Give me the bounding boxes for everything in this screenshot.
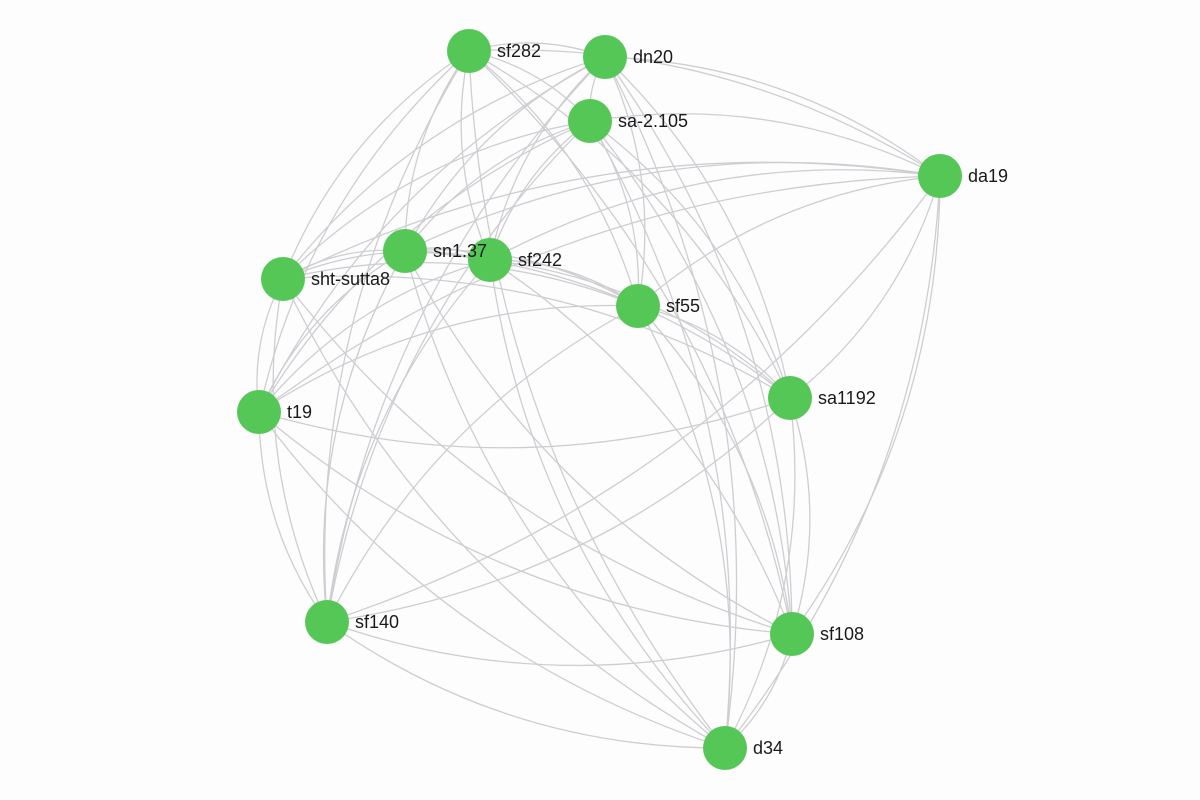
node-label-sa-2.105: sa-2.105 <box>618 111 688 131</box>
node-label-sf282: sf282 <box>497 41 541 61</box>
edge-sf242-sf108 <box>489 259 793 635</box>
edge-da19-sf55 <box>637 175 941 307</box>
node-label-dn20: dn20 <box>633 47 673 67</box>
edge-t19-sf108 <box>258 411 793 635</box>
edge-sa-2.105-sf55 <box>589 120 640 307</box>
node-sf282[interactable] <box>447 29 491 73</box>
node-label-sf108: sf108 <box>820 624 864 644</box>
edge-da19-t19 <box>258 175 941 413</box>
node-label-d34: d34 <box>753 738 783 758</box>
edge-sht-sutta8-sf140 <box>272 278 328 623</box>
edge-sht-sutta8-sa1192 <box>282 275 791 399</box>
edge-dn20-t19 <box>258 56 606 413</box>
edge-sn1.37-sf140 <box>322 250 406 623</box>
edge-sf140-d34 <box>326 621 726 749</box>
edge-sf242-sa1192 <box>489 259 791 399</box>
edge-sf55-sf140 <box>326 305 639 623</box>
edge-sa-2.105-sn1.37 <box>404 120 591 252</box>
edge-sf282-d34 <box>468 50 726 749</box>
node-sf242[interactable] <box>468 238 512 282</box>
edge-t19-sf140 <box>258 411 328 623</box>
edge-dn20-sf108 <box>604 56 793 635</box>
node-sn1.37[interactable] <box>383 229 427 273</box>
edge-sa-2.105-sht-sutta8 <box>282 120 591 280</box>
edge-sf282-da19 <box>468 49 941 177</box>
edge-dn20-sf55 <box>604 56 646 307</box>
label-layer: sf282 dn20 sa-2.105 da19 sn1.37 sf242 sht-sutt… <box>287 41 1008 758</box>
edge-sf242-t19 <box>258 259 491 413</box>
node-label-sf140: sf140 <box>355 612 399 632</box>
edge-sf55-sf108 <box>637 305 793 635</box>
edge-sf55-t19 <box>258 304 639 413</box>
edge-sf282-sf55 <box>468 50 639 307</box>
node-label-sf55: sf55 <box>666 296 700 316</box>
node-d34[interactable] <box>703 726 747 770</box>
node-label-sn1.37: sn1.37 <box>433 241 487 261</box>
edge-sa1192-d34 <box>724 397 796 749</box>
edge-dn20-sht-sutta8 <box>282 56 606 280</box>
node-t19[interactable] <box>237 390 281 434</box>
edge-sf282-sf108 <box>468 50 793 635</box>
edge-layer <box>256 42 941 749</box>
node-da19[interactable] <box>918 154 962 198</box>
edge-sht-sutta8-d34 <box>282 278 726 749</box>
node-label-sa1192: sa1192 <box>818 388 876 408</box>
edge-sa1192-t19 <box>258 397 791 449</box>
edge-dn20-sf140 <box>326 56 606 623</box>
edge-da19-sf108 <box>791 175 941 635</box>
edge-dn20-sa1192 <box>604 56 791 399</box>
edge-sht-sutta8-sf108 <box>282 278 793 635</box>
edge-sf282-sf242 <box>460 50 491 261</box>
node-sf108[interactable] <box>770 612 814 656</box>
edge-sa-2.105-sa1192 <box>589 120 791 399</box>
edge-dn20-d34 <box>604 56 738 749</box>
edge-sa1192-sf140 <box>326 397 791 623</box>
edge-da19-d34 <box>724 175 941 749</box>
edge-sht-sutta8-sf55 <box>282 261 639 307</box>
edge-sa1192-sf108 <box>789 397 811 635</box>
edge-sf140-sf108 <box>326 621 793 667</box>
node-dn20[interactable] <box>583 35 627 79</box>
edge-sf282-sf140 <box>324 50 470 623</box>
node-sa-2.105[interactable] <box>568 99 612 143</box>
edge-da19-sht-sutta8 <box>282 161 941 280</box>
edge-sn1.37-sf55 <box>404 249 639 307</box>
edge-da19-sa1192 <box>789 175 941 399</box>
node-sf55[interactable] <box>616 284 660 328</box>
node-label-t19: t19 <box>287 402 312 422</box>
edge-sn1.37-t19 <box>258 250 406 413</box>
node-layer <box>237 29 962 770</box>
edge-sf242-d34 <box>489 259 726 749</box>
node-sf140[interactable] <box>305 600 349 644</box>
edge-sf282-sht-sutta8 <box>282 50 470 280</box>
edge-sa-2.105-da19 <box>589 113 941 177</box>
edge-t19-d34 <box>258 411 726 749</box>
edge-da19-sf140 <box>326 175 941 623</box>
edge-sf55-d34 <box>637 305 731 749</box>
edge-sa-2.105-sf140 <box>326 120 591 623</box>
edge-sa-2.105-sf108 <box>589 120 793 635</box>
edge-sn1.37-sf108 <box>404 250 793 635</box>
edge-dn20-da19 <box>604 56 941 177</box>
edge-da19-sf242 <box>489 169 941 261</box>
node-sa1192[interactable] <box>768 376 812 420</box>
edge-sf242-sf140 <box>326 259 491 623</box>
node-label-sht-sutta8: sht-sutta8 <box>311 269 390 289</box>
node-label-da19: da19 <box>968 166 1008 186</box>
node-label-sf242: sf242 <box>518 250 562 270</box>
node-sht-sutta8[interactable] <box>261 257 305 301</box>
edge-sn1.37-d34 <box>404 250 726 749</box>
edge-sn1.37-sa1192 <box>404 250 791 399</box>
edge-sf242-sf55 <box>489 259 639 307</box>
